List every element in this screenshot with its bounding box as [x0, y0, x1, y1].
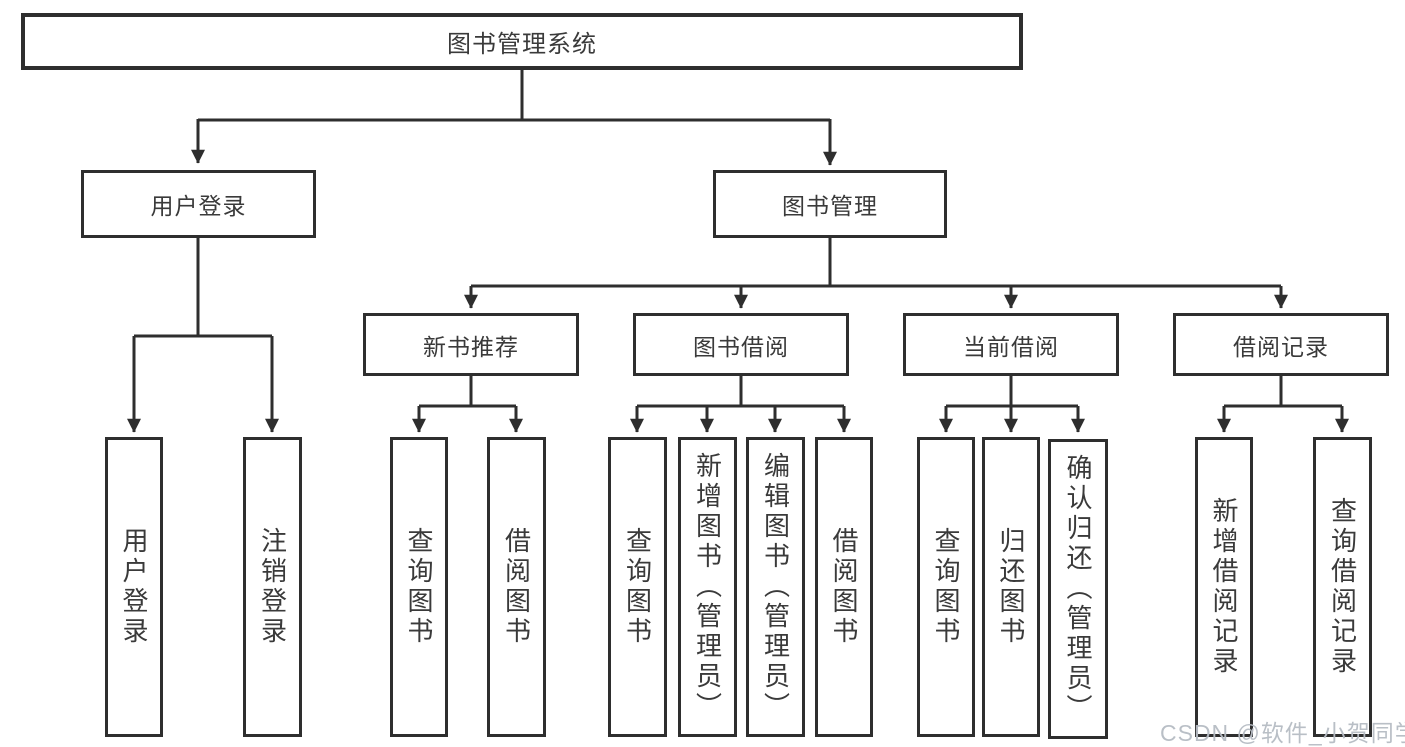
leaf-logout-login: 注销登录 — [243, 437, 302, 737]
node-book-borrow: 图书借阅 — [633, 313, 849, 376]
leaf-query-books-recommend: 查询图书 — [390, 437, 448, 737]
leaf-add-book-admin: 新增图书（管理员） — [678, 437, 737, 737]
leaf-user-login: 用户登录 — [105, 437, 163, 737]
leaf-borrow-books: 借阅图书 — [815, 437, 873, 737]
node-book-management: 图书管理 — [713, 170, 947, 238]
leaf-edit-book-admin: 编辑图书（管理员） — [746, 437, 805, 737]
leaf-return-books: 归还图书 — [982, 437, 1040, 737]
node-user-login: 用户登录 — [81, 170, 316, 238]
leaf-add-borrow-record: 新增借阅记录 — [1195, 437, 1253, 737]
node-current-borrow: 当前借阅 — [903, 313, 1119, 376]
node-borrow-records: 借阅记录 — [1173, 313, 1389, 376]
leaf-borrow-books-recommend: 借阅图书 — [487, 437, 546, 737]
leaf-confirm-return-admin: 确认归还（管理员） — [1048, 439, 1108, 739]
leaf-query-books-current: 查询图书 — [917, 437, 975, 737]
leaf-query-books-borrow: 查询图书 — [608, 437, 667, 737]
node-new-book-recommend: 新书推荐 — [363, 313, 579, 376]
csdn-watermark: CSDN @软件_小贺同学 — [1160, 720, 1405, 746]
node-library-system: 图书管理系统 — [21, 13, 1023, 70]
leaf-query-borrow-record: 查询借阅记录 — [1313, 437, 1372, 737]
